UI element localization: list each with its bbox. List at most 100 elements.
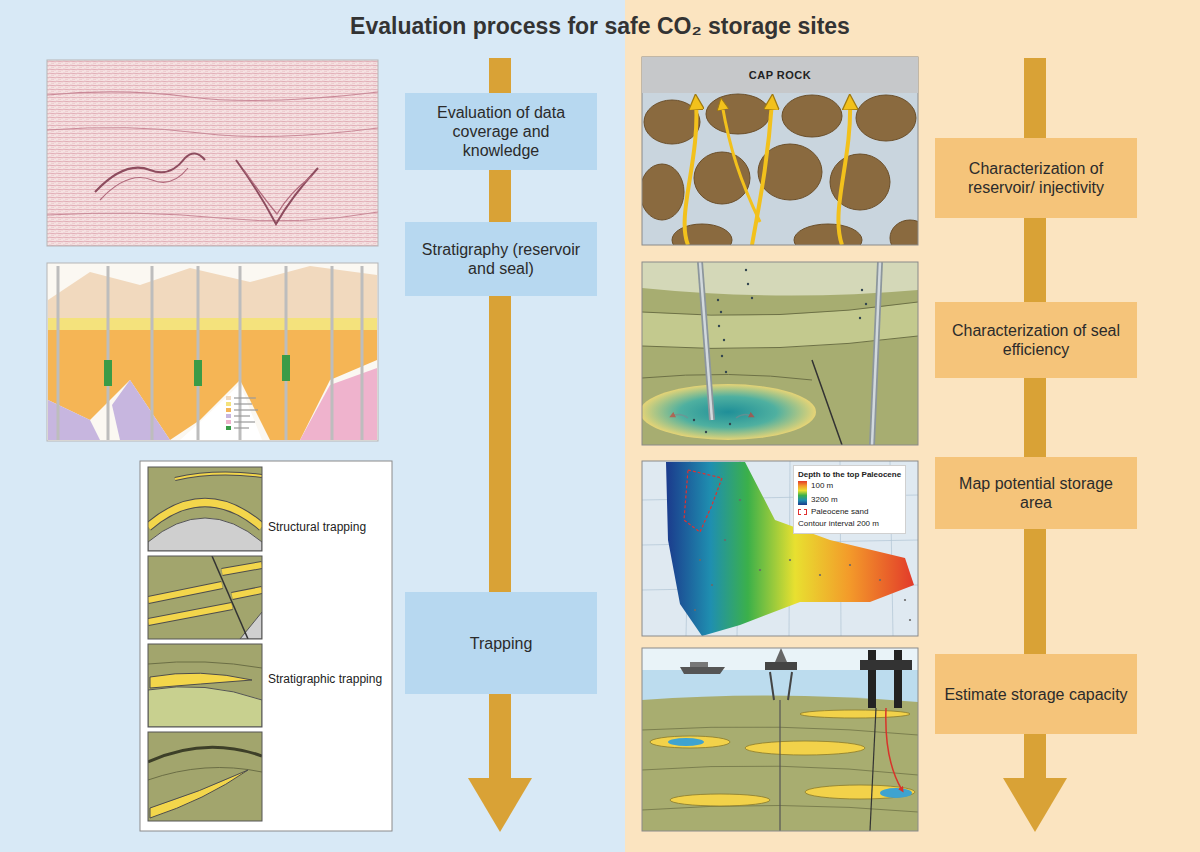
trapping-panel [148,732,262,821]
legend-entry: Paleocene sand [798,507,868,517]
depth-map [642,461,918,636]
pore-scale-view [890,220,918,245]
storage-cross-section [642,648,918,831]
stratigraphic-trap-pinchout [148,732,262,821]
stratigraphy-chart [48,400,100,440]
pore-scale-view [672,224,732,245]
structural-trap-fault [212,556,248,639]
stratigraphic-trap-lens [150,673,252,688]
structural-trap-fault [240,612,262,639]
stratigraphy-chart [47,263,378,441]
seal-cross-section [693,269,867,433]
step-label: Estimate storage capacity [944,685,1127,704]
structural-trap-anticline [148,518,262,551]
process-step-box: Estimate storage capacity [935,654,1137,734]
step-label: Characterization of seal efficiency [943,321,1129,359]
seal-cross-section [721,355,723,357]
stratigraphy-chart [226,396,258,430]
stratigraphic-trap-pinchout [148,768,262,781]
seal-cross-section [717,299,719,301]
pore-scale-view [642,57,918,245]
map-legend-text: 3200 m [811,495,838,505]
seal-cross-section [729,423,731,425]
storage-cross-section [690,662,708,667]
pore-scale-view [706,94,770,134]
structural-trap-fault [222,565,262,572]
seismic-section [100,168,188,200]
depth-map [849,564,851,566]
legend-text: Paleocene sand [811,507,868,517]
depth-map [819,574,821,576]
pore-scale-view [782,95,842,137]
stratigraphy-chart [48,330,377,440]
pore-scale-view [642,57,918,245]
process-arrow [468,778,532,832]
storage-cross-section [880,788,912,798]
stratigraphy-chart [234,409,258,410]
process-step-box: Map potential storage area [935,457,1137,529]
structural-trap-fault [148,556,262,639]
depth-map [711,584,713,586]
stratigraphy-chart [234,421,255,422]
pore-scale-view [794,224,862,245]
seismic-section [244,170,312,214]
seal-cross-section [872,262,880,445]
storage-cross-section [805,785,915,799]
stratigraphy-chart [107,266,110,440]
seal-cross-section [861,289,863,291]
seismic-section [47,92,378,101]
trapping-panel [148,556,262,639]
ramp-values: 100 m3200 m [811,481,838,505]
stratigraphy-chart [47,263,378,441]
stratigraphy-chart [226,402,231,406]
step-label: Stratigraphy (reservoir and seal) [413,240,589,278]
seismic-section [47,60,378,246]
stratigraphy-chart [300,368,377,440]
structural-trap-anticline [175,474,262,479]
legend-row: 100 m3200 m [798,481,901,505]
stratigraphy-chart [234,415,250,416]
structural-trap-fault [148,585,222,600]
stratigraphy-chart [226,414,231,418]
trapping-panel [140,461,392,831]
seal-cross-section [723,339,725,341]
seal-cross-section [736,414,752,418]
storage-cross-section [870,708,876,831]
structural-trap-fault [148,606,232,622]
process-step-box: Characterization of reservoir/ injectivi… [935,138,1137,218]
process-step-box: Stratigraphy (reservoir and seal) [405,222,597,296]
background-panels [625,0,1200,852]
seismic-section [236,160,318,224]
structural-trap-fault [148,606,232,622]
storage-cross-section [800,710,910,718]
stratigraphy-chart [331,266,334,440]
trapping-panel [148,644,262,727]
stratigraphic-trap-lens [148,687,262,727]
depth-map [724,539,726,541]
stratigraphy-chart [226,420,231,424]
stratigraphy-chart [226,396,231,400]
step-label: Characterization of reservoir/ injectivi… [943,159,1129,197]
storage-cross-section [642,695,918,831]
depth-map [879,579,881,581]
seismic-section [47,212,378,221]
stratigraphy-chart [285,266,288,440]
stratigraphic-trap-pinchout [150,770,248,818]
depth-map [909,619,911,621]
structural-trap-fault [232,590,262,596]
stratigraphy-chart [48,318,377,330]
stratigraphy-chart [48,266,377,318]
storage-cross-section [868,650,876,708]
storage-cross-section [788,672,792,700]
process-step-box: Trapping [405,592,597,694]
step-label: Evaluation of data coverage and knowledg… [413,103,589,160]
depth-map [789,559,791,561]
seal-cross-section [642,384,816,440]
pore-scale-view [644,100,700,144]
structural-trap-anticline [148,467,262,551]
structural-trap-fault [232,590,262,596]
seal-cross-section [865,303,867,305]
seal-cross-section [642,262,918,445]
seal-cross-section [700,262,712,420]
cap-rock-band: CAP ROCK [642,57,918,93]
